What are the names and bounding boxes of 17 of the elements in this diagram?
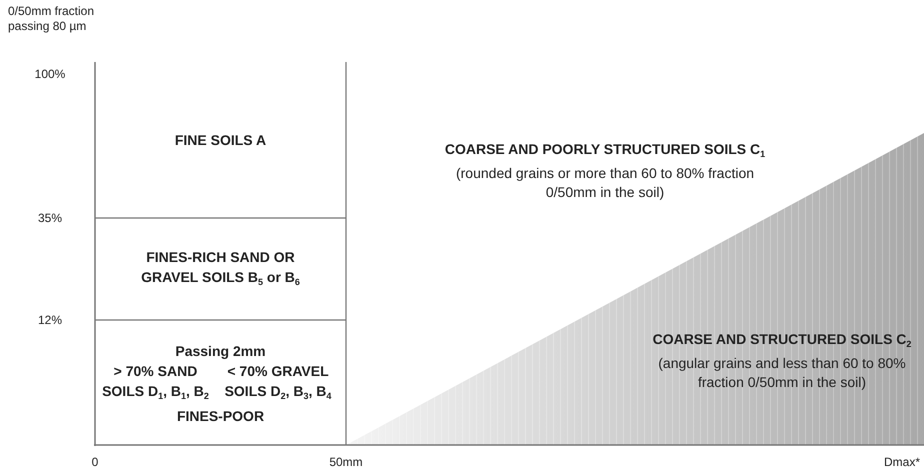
tick-label: 100%	[34, 67, 66, 82]
class-label: < 70% GRAVEL SOILS D$_{2}$, B$_{3}$, B$_{4}$	[224, 362, 332, 402]
tick-label: 50mm	[328, 455, 364, 470]
class-label: COARSE AND STRUCTURED SOILS C$_{2}$	[652, 330, 912, 350]
axis-title: 0/50mm fraction passing 80 µm	[8, 4, 96, 34]
tick-label: Dmax*	[882, 455, 920, 470]
tick-label: 12%	[36, 313, 64, 328]
tick-label: 35%	[36, 211, 64, 226]
class-label: FINE SOILS A	[174, 131, 268, 150]
class-description: (rounded grains or more than 60 to 80% fraction 0/50mm in the soil)	[454, 164, 756, 202]
class-label: FINES-POOR	[176, 406, 264, 426]
class-description: (angular grains and less than 60 to 80% fraction 0/50mm in the soil)	[657, 354, 907, 392]
class-heading: Passing 2mm	[175, 342, 266, 360]
tick-label: 0	[90, 455, 100, 470]
class-label: COARSE AND POORLY STRUCTURED SOILS C$_{1}$	[444, 140, 766, 160]
class-label: > 70% SAND SOILS D$_{1}$, B$_{1}$, B$_{2}$	[101, 362, 210, 402]
class-label: FINES-RICH SAND OR GRAVEL SOILS B$_{5}$ or B$_{6}$	[140, 248, 301, 289]
